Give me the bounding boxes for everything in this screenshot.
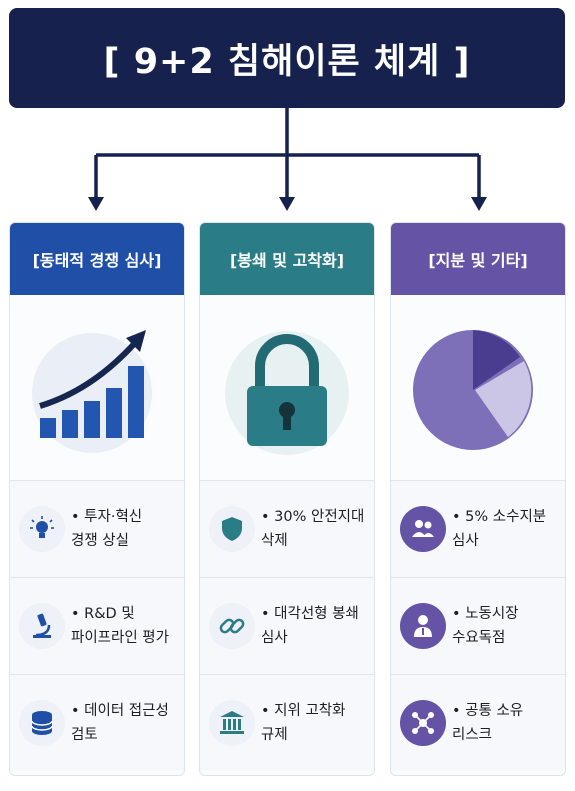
diagram-title: [ 9+2 침해이론 체계 ] [9,8,565,108]
item-line: • 투자·혁신 [71,509,143,525]
item-line: 수요독점 [452,630,506,646]
item-line: • 공통 소유 [452,703,524,719]
item-line: 리스크 [452,727,493,743]
arrow-right [471,197,487,211]
column-header: [지분 및 기타] [391,223,565,295]
item-line: 검토 [71,727,98,743]
item-line: 심사 [452,533,479,549]
item-line: 규제 [261,727,288,743]
padlock-icon [200,295,374,480]
lightbulb-icon [19,506,65,552]
item-line: • 30% 안전지대 [261,509,365,525]
microscope-icon [19,603,65,649]
people-icon [400,506,446,552]
item-line: • 지위 고착화 [261,703,346,719]
database-icon [19,700,65,746]
connector-lines [88,108,487,211]
item-line: • R&D 및 [71,606,135,622]
arrow-left [88,197,104,211]
item-line: 심사 [261,630,288,646]
chain-link-icon [209,603,255,649]
pie-chart-icon [391,295,565,480]
shield-icon [209,506,255,552]
column-header: [동태적 경쟁 심사] [10,223,184,295]
item-line: • 데이터 접근성 [71,703,169,719]
arrow-center [279,197,295,211]
column-header: [봉쇄 및 고착화] [200,223,374,295]
item-line: • 5% 소수지분 [452,509,547,525]
institution-icon [209,700,255,746]
worker-icon [400,603,446,649]
item-line: 파이프라인 평가 [71,630,169,646]
item-line: 삭제 [261,533,288,549]
bar-chart-arrow-icon [10,295,184,480]
item-line: • 노동시장 [452,606,519,622]
item-line: 경쟁 상실 [71,533,129,549]
network-icon [400,700,446,746]
item-line: • 대각선형 봉쇄 [261,606,359,622]
